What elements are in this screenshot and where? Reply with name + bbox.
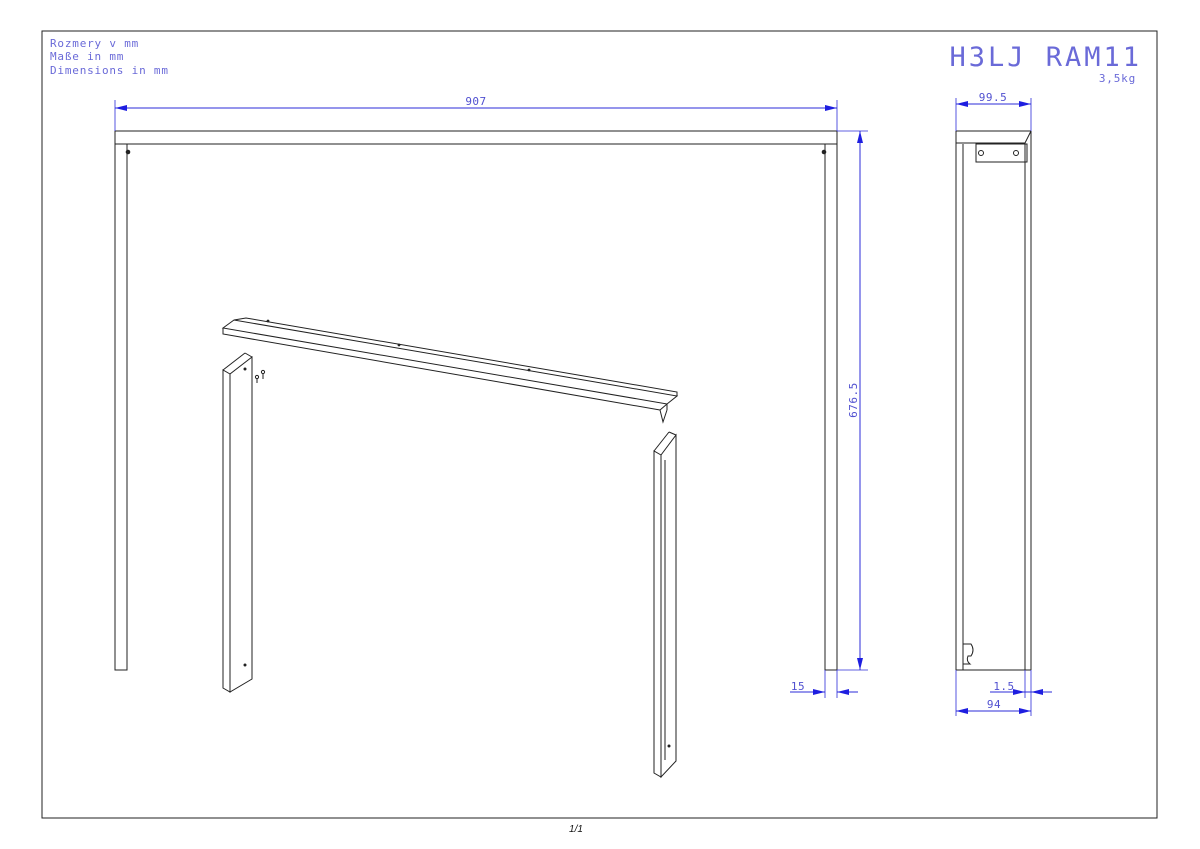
isometric-exploded-view — [221, 317, 679, 779]
sheet-border — [41, 30, 1158, 819]
side-mounting-bracket — [975, 143, 1028, 163]
height-dimension-label: 676.5 — [847, 382, 860, 418]
units-note-de: Maße in mm — [50, 50, 124, 63]
iso-screws — [254, 369, 266, 383]
leg-arrow-left — [813, 689, 825, 695]
width-dimension-label: 907 — [465, 95, 486, 108]
part-code-title: H3LJ RAM11 — [949, 42, 1142, 73]
side-offset-dimension-label: 1.5 — [993, 680, 1014, 693]
units-note-sk: Rozmery v mm — [50, 37, 139, 50]
part-weight: 3,5kg — [1099, 72, 1136, 85]
height-arrow-top — [857, 131, 863, 143]
page-number: 1/1 — [569, 824, 583, 835]
leg-arrow-right — [837, 689, 849, 695]
front-left-leg — [114, 143, 128, 671]
side-view: 99.5 1.5 94 — [955, 91, 1052, 716]
leg-width-dimension-label: 15 — [791, 680, 805, 693]
front-view: 907 676.5 15 — [114, 95, 868, 698]
width-arrow-right — [825, 105, 837, 111]
width-arrow-left — [115, 105, 127, 111]
front-right-leg — [824, 143, 838, 671]
front-right-fixing-hole — [821, 149, 827, 155]
units-note-en: Dimensions in mm — [50, 64, 169, 77]
front-top-bar — [114, 130, 838, 145]
height-arrow-bottom — [857, 658, 863, 670]
iso-left-post — [222, 352, 253, 693]
iso-right-post — [653, 431, 677, 779]
iso-top-rail — [221, 317, 679, 424]
depth-dimension-label: 99.5 — [979, 91, 1008, 104]
side-depth-dimension-label: 94 — [987, 698, 1001, 711]
front-left-fixing-hole — [125, 149, 131, 155]
